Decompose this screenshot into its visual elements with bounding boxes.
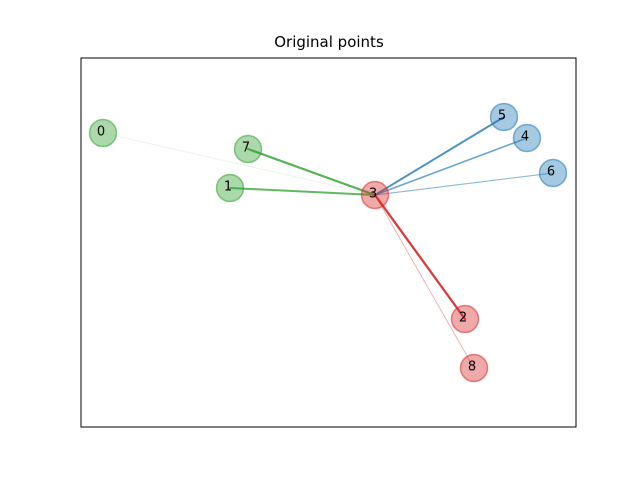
node-5 [489,102,519,132]
node-label-8: 8 [468,360,476,375]
node-8 [459,353,489,383]
node-label-2: 2 [459,311,467,326]
edge-3-4 [374,137,528,196]
chart-title: Original points [274,33,384,51]
edge-3-8 [374,194,475,369]
node-label-1: 1 [224,180,232,195]
node-label-7: 7 [242,141,250,156]
node-1 [215,173,245,203]
node-4 [512,123,542,153]
edge-3-0 [102,132,376,196]
edge-3-6 [374,172,554,196]
edge-3-1 [229,187,376,196]
node-label-0: 0 [97,125,105,140]
edge-3-7 [246,147,377,197]
node-label-3: 3 [369,187,377,202]
node-3 [360,180,390,210]
node-7 [233,134,263,164]
axes-frame [80,57,577,428]
node-label-6: 6 [547,165,555,180]
edge-3-5 [374,116,505,196]
node-label-4: 4 [521,130,529,145]
node-0 [88,118,118,148]
edge-3-2 [373,193,467,321]
node-6 [538,158,568,188]
node-label-5: 5 [498,109,506,124]
node-2 [450,304,480,334]
